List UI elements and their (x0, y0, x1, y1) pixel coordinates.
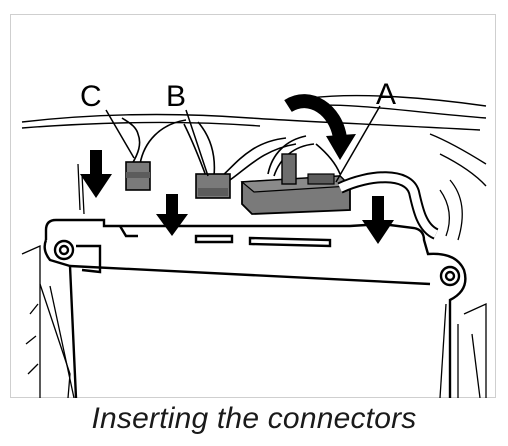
connector-b (183, 121, 297, 199)
curved-arrow-icon (284, 94, 356, 160)
callout-leaders (105, 105, 381, 183)
connector-a (240, 135, 439, 240)
down-arrow-icon (156, 194, 188, 236)
down-arrow-icon (362, 196, 394, 244)
connector-c (121, 117, 187, 191)
mounting-bracket (43, 218, 467, 398)
label-b: B (166, 80, 186, 113)
connector-illustration: C B A (21, 78, 487, 398)
down-arrow-icon (80, 150, 112, 198)
figure-caption: Inserting the connectors (91, 402, 417, 435)
label-a: A (376, 78, 396, 111)
side-details (21, 163, 487, 398)
label-c: C (80, 80, 102, 113)
background-wiring (21, 94, 487, 187)
